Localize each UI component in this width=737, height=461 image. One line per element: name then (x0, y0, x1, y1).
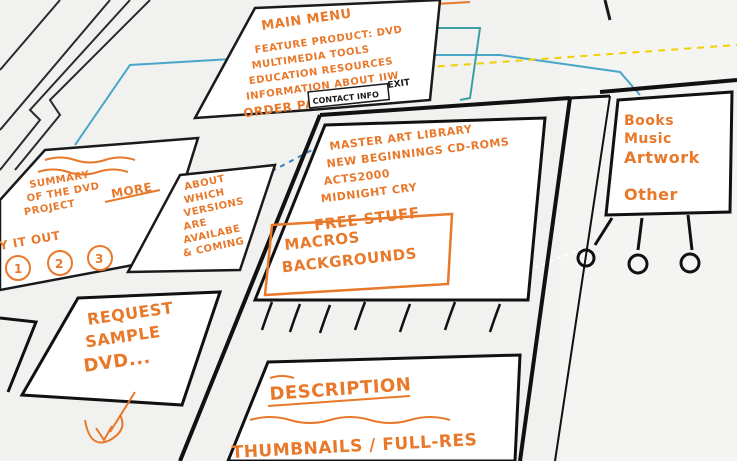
library-tab-stubs (260, 301, 502, 334)
description-outline (226, 353, 522, 461)
products-outline (604, 90, 734, 217)
step-3-label: 3 (95, 252, 104, 266)
versions-card: ABOUT WHICH VERSIONS ARE AVAILABE & COMI… (125, 163, 277, 274)
versions-outline (125, 163, 277, 274)
board-highlight (560, 0, 737, 461)
products-item-other: Other (624, 185, 678, 204)
frame-right-top (599, 78, 737, 94)
description-scribbles (249, 375, 451, 424)
left-edge-scribbles (0, 0, 151, 171)
request-down-arrow (84, 391, 136, 444)
step-2-circle (47, 250, 73, 276)
menu-exit: EXIT (387, 78, 412, 91)
main-menu-card: MAIN MENU FEATURE PRODUCT: DVD MULTIMEDI… (192, 0, 442, 120)
summary-scribbles (37, 156, 136, 176)
description-underline (267, 395, 411, 407)
step-3-circle (87, 245, 113, 271)
products-item-music: Music (624, 131, 672, 147)
products-hooks (576, 214, 701, 275)
frame-right (518, 97, 572, 461)
more-underline (104, 189, 161, 203)
step-1-circle (5, 255, 31, 281)
step-2-label: 2 (55, 257, 64, 271)
library-card: MASTER ART LIBRARY NEW BEGINNINGS CD-ROM… (252, 116, 547, 302)
products-item-artwork: Artwork (624, 148, 700, 167)
products-card: Books Music Artwork Other (604, 90, 734, 217)
page-mockup-frame (178, 78, 737, 461)
request-card: REQUEST SAMPLE DVD... (19, 290, 223, 407)
free-stuff-box (263, 212, 454, 297)
frame-top-extension (569, 94, 611, 100)
products-item-books: Books (624, 113, 674, 129)
request-outline (19, 290, 223, 407)
yellow-dashed-connector (359, 44, 737, 73)
description-card: DESCRIPTION THUMBNAILS / FULL-RES (226, 353, 522, 461)
frame-right-inner (554, 95, 611, 461)
library-outline (252, 116, 547, 302)
left-partial-box (0, 316, 39, 393)
frame-top (319, 96, 571, 117)
contact-info-box (307, 82, 391, 109)
teal-connector-library (420, 27, 482, 101)
frame-left (178, 114, 322, 461)
step-1-label: 1 (14, 262, 23, 276)
top-right-stroke (603, 0, 612, 21)
versions-line-4: ARE (183, 217, 209, 233)
